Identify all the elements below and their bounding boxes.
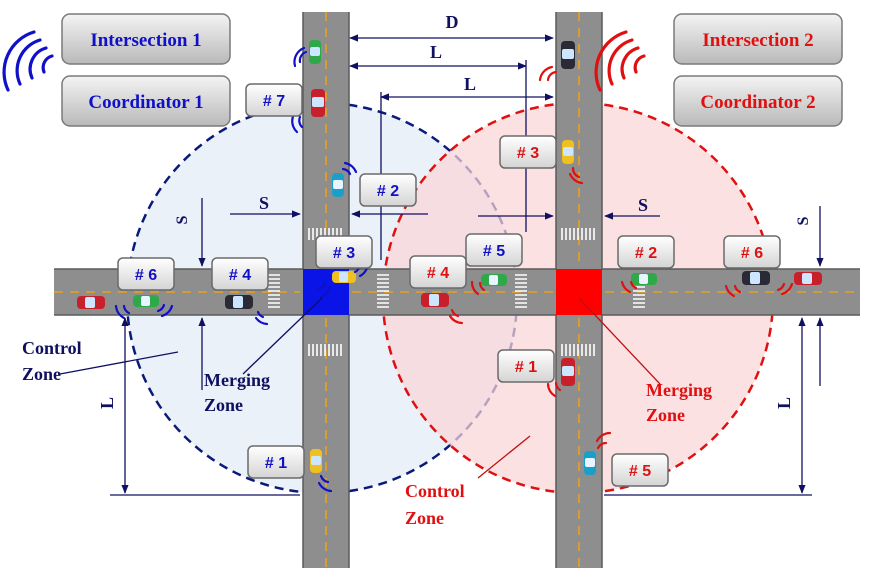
control-zone-label-1: Control — [22, 338, 82, 358]
svg-text:# 3: # 3 — [517, 145, 539, 162]
dimension-S-left: S — [259, 193, 269, 213]
car-icon — [225, 295, 253, 309]
coordinator-1-button[interactable]: Coordinator 1 — [61, 75, 231, 127]
vehicle-tag: # 2 — [359, 173, 417, 207]
control-zone-label-1b: Zone — [22, 364, 61, 384]
vehicle-tag: # 7 — [245, 83, 303, 117]
vehicle-tag: # 4 — [211, 257, 269, 291]
dimension-L-vert-right: L — [774, 397, 794, 409]
vehicle-tag: # 5 — [465, 233, 523, 267]
svg-text:# 6: # 6 — [135, 267, 157, 284]
car-icon — [481, 274, 507, 286]
car-icon — [309, 40, 321, 64]
control-zone-label-2: Control — [405, 481, 465, 501]
dimension-L-vert-left: L — [97, 397, 117, 409]
car-icon — [77, 296, 105, 309]
car-icon — [332, 271, 356, 283]
vehicle-tag: # 3 — [315, 235, 373, 269]
car-icon — [584, 451, 596, 475]
svg-text:# 4: # 4 — [427, 265, 449, 282]
svg-text:# 5: # 5 — [629, 463, 651, 480]
vehicle-tag: # 6 — [117, 257, 175, 291]
dimension-D: D — [446, 12, 459, 32]
car-icon — [631, 273, 657, 285]
svg-text:# 1: # 1 — [515, 359, 537, 376]
car-icon — [310, 449, 322, 473]
vehicle-tag: # 3 — [499, 135, 557, 169]
svg-text:Coordinator 1: Coordinator 1 — [88, 92, 203, 113]
svg-text:# 6: # 6 — [741, 245, 763, 262]
dimension-S-right: S — [638, 195, 648, 215]
car-icon — [133, 295, 159, 307]
intersection-1-button[interactable]: Intersection 1 — [61, 13, 231, 65]
vehicle-tag: # 2 — [617, 235, 675, 269]
vehicle-tag: # 1 — [497, 349, 555, 383]
coordinator-2-button[interactable]: Coordinator 2 — [673, 75, 843, 127]
merging-zone-label-2b: Zone — [646, 405, 685, 425]
antenna-signal-icon — [114, 46, 794, 493]
merging-zone-label-2: Merging — [646, 380, 712, 400]
control-zone-label-2b: Zone — [405, 508, 444, 528]
merging-zone-label-1: Merging — [204, 370, 270, 390]
vehicle-tag: # 1 — [247, 445, 305, 479]
dimension-L-mid: L — [464, 74, 476, 94]
merging-zone-2 — [556, 269, 602, 315]
vehicles — [77, 40, 822, 475]
vehicle-tags-2: # 3 # 5 # 4 # 2 # 6 # 1 # 5 — [409, 135, 781, 487]
svg-text:# 5: # 5 — [483, 243, 505, 260]
vehicle-tag: # 5 — [611, 453, 669, 487]
svg-text:Intersection 2: Intersection 2 — [702, 30, 813, 51]
antenna-signal-icon — [2, 30, 646, 92]
svg-text:# 3: # 3 — [333, 245, 355, 262]
car-icon — [561, 41, 575, 69]
vehicle-tag: # 4 — [409, 255, 467, 289]
svg-text:Coordinator 2: Coordinator 2 — [700, 92, 815, 113]
car-icon — [794, 272, 822, 285]
car-icon — [562, 140, 574, 164]
svg-text:# 2: # 2 — [635, 245, 657, 262]
svg-text:# 2: # 2 — [377, 183, 399, 200]
intersection-2-button[interactable]: Intersection 2 — [673, 13, 843, 65]
vehicle-tag: # 6 — [723, 235, 781, 269]
car-icon — [311, 89, 325, 117]
dimension-L-top: L — [430, 42, 442, 62]
car-icon — [421, 293, 449, 307]
svg-text:# 1: # 1 — [265, 455, 287, 472]
svg-text:Intersection 1: Intersection 1 — [90, 30, 201, 51]
vehicle-tags-1: # 7 # 2 # 3 # 4 # 6 # 1 — [117, 83, 417, 479]
car-icon — [742, 271, 770, 285]
svg-text:# 7: # 7 — [263, 93, 285, 110]
merging-zone-label-1b: Zone — [204, 395, 243, 415]
dimension-S-vert-right: S — [795, 216, 812, 225]
dimension-S-vert-left: S — [174, 215, 191, 224]
svg-text:# 4: # 4 — [229, 267, 251, 284]
car-icon — [561, 358, 575, 386]
car-icon — [332, 173, 344, 197]
